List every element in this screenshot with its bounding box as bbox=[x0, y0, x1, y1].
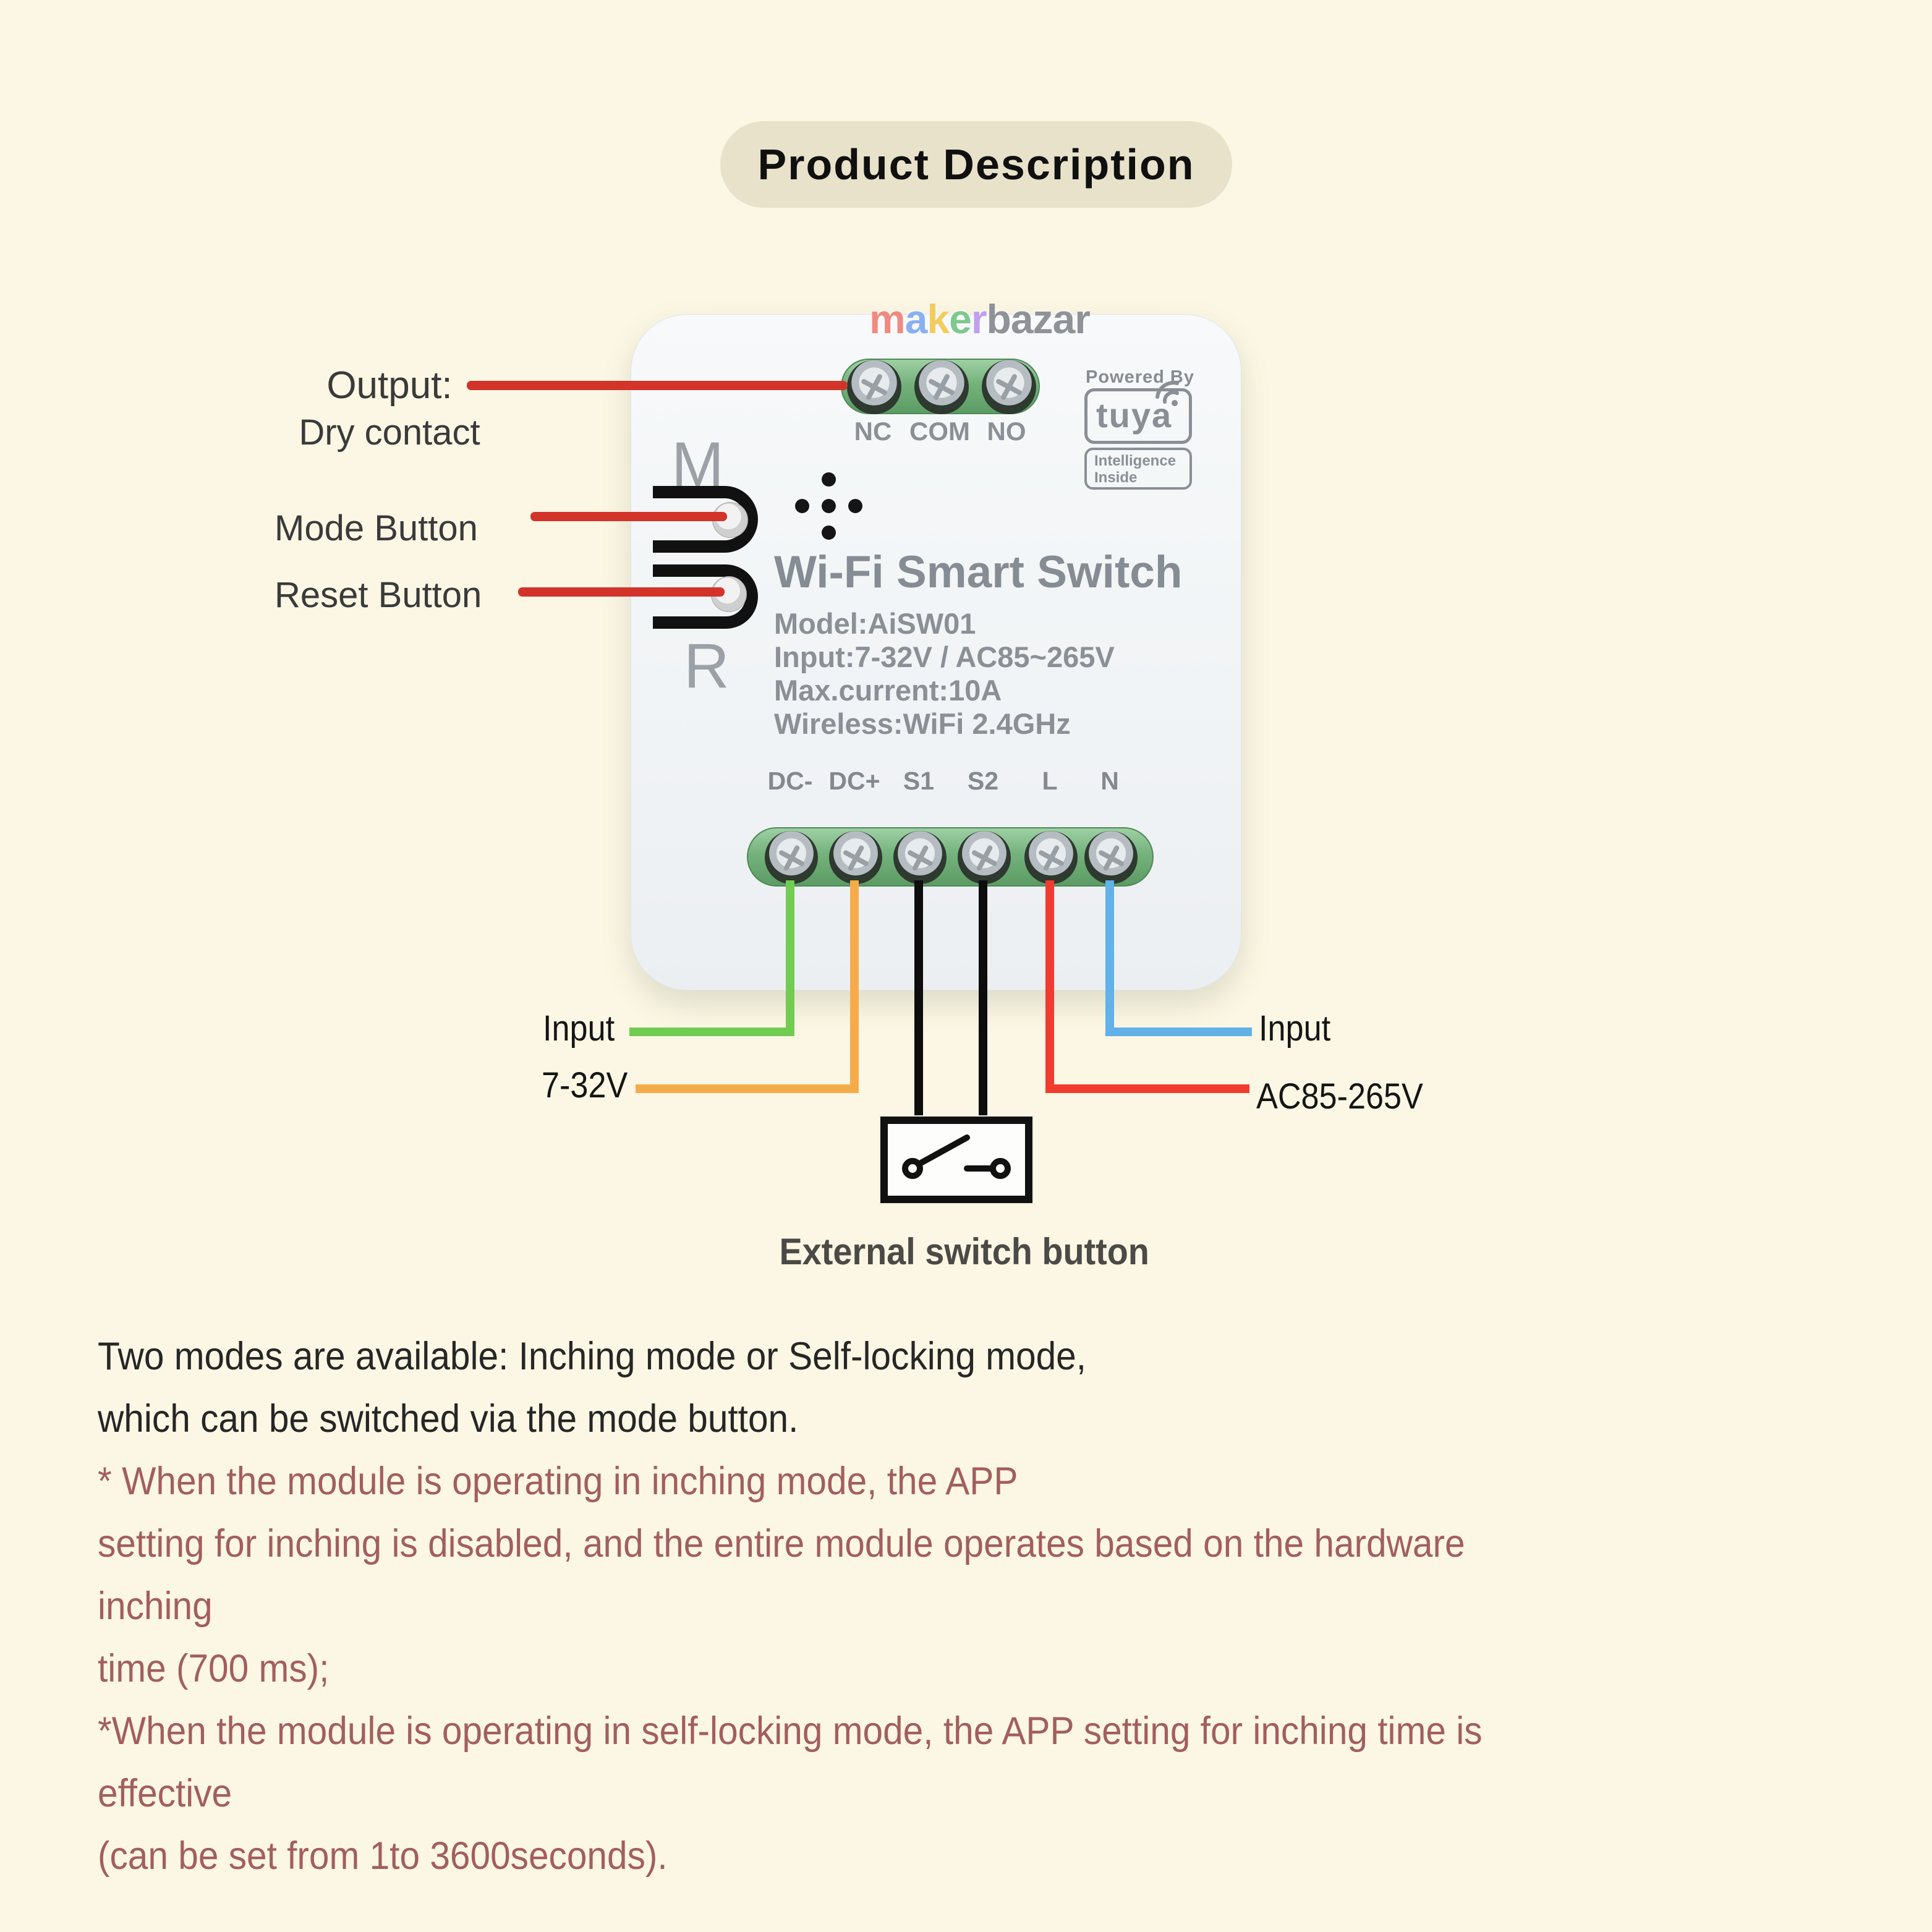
wire-neutral bbox=[1105, 1028, 1252, 1036]
screw-terminal-icon bbox=[914, 360, 969, 414]
page-title: Product Description bbox=[757, 140, 1195, 189]
description-line: * When the module is operating in inchin… bbox=[98, 1460, 1018, 1503]
watermark-letter: m bbox=[869, 296, 906, 342]
module-product-title: Wi-Fi Smart Switch bbox=[774, 547, 1183, 597]
wire-s2 bbox=[979, 880, 987, 1121]
terminal-label-no: NO bbox=[987, 417, 1026, 446]
mode-button-label: Mode Button bbox=[274, 508, 478, 548]
mode-button-letter: M bbox=[671, 429, 724, 500]
description-line: inching bbox=[98, 1585, 213, 1628]
screw-terminal-icon bbox=[765, 831, 818, 884]
terminal-label-s2: S2 bbox=[967, 767, 999, 795]
mode-button-cutout bbox=[653, 486, 758, 553]
terminal-label-n: N bbox=[1100, 767, 1119, 795]
screw-terminal-icon bbox=[829, 831, 882, 884]
watermark-letter: k bbox=[927, 296, 950, 342]
wifi-signal-icon bbox=[1155, 381, 1179, 406]
wire-dc-plus bbox=[636, 1084, 859, 1093]
screw-terminal-icon bbox=[982, 360, 1036, 414]
output-label-line2: Dry contact bbox=[299, 412, 480, 453]
dc-input-range: 7-32V bbox=[542, 1065, 628, 1105]
ac-input-label: Input bbox=[1259, 1008, 1331, 1049]
spec-wireless: Wireless:WiFi 2.4GHz bbox=[774, 707, 1071, 740]
module-specs: Model:AiSW01 Input:7-32V / AC85~265V Max… bbox=[774, 607, 1115, 741]
wire-live bbox=[1045, 1084, 1249, 1093]
output-label-line1: Output: bbox=[326, 364, 453, 407]
description-line: Two modes are available: Inching mode or… bbox=[98, 1335, 1087, 1378]
terminal-label-dc-minus: DC- bbox=[767, 767, 813, 795]
watermark-letter: e bbox=[949, 296, 972, 342]
tuya-tagline-line1: Intelligence bbox=[1094, 453, 1177, 469]
tuya-logo-badge: tuya bbox=[1084, 388, 1192, 444]
spec-model: Model:AiSW01 bbox=[774, 607, 976, 640]
screw-terminal-icon bbox=[847, 360, 901, 414]
wire-s1 bbox=[914, 880, 923, 1121]
screw-terminal-icon bbox=[1024, 831, 1078, 884]
description-line: *When the module is operating in self-lo… bbox=[98, 1709, 1483, 1753]
input-terminal-strip bbox=[747, 827, 1154, 887]
spec-current: Max.current:10A bbox=[774, 674, 1002, 707]
screw-terminal-icon bbox=[958, 831, 1011, 884]
terminal-label-l: L bbox=[1042, 767, 1058, 795]
terminal-label-nc: NC bbox=[854, 417, 892, 446]
spec-input: Input:7-32V / AC85~265V bbox=[774, 640, 1115, 673]
wire-dc-minus bbox=[629, 1028, 794, 1036]
leader-line-reset bbox=[518, 587, 725, 597]
watermark-rest: bazar bbox=[986, 296, 1091, 342]
screw-terminal-icon bbox=[1084, 831, 1138, 884]
tuya-brand-text: tuya bbox=[1096, 396, 1173, 435]
description-line: effective bbox=[98, 1772, 232, 1815]
leader-line-output bbox=[467, 381, 848, 390]
wire-live bbox=[1045, 880, 1054, 1093]
description-line: (can be set from 1to 3600seconds). bbox=[98, 1834, 668, 1878]
reset-button-label: Reset Button bbox=[274, 575, 482, 615]
tuya-tagline-badge: Intelligence Inside bbox=[1084, 448, 1192, 490]
page-title-pill: Product Description bbox=[720, 121, 1232, 208]
wire-dc-minus bbox=[786, 880, 794, 1036]
watermark-letter: a bbox=[904, 296, 928, 342]
wire-dc-plus bbox=[850, 880, 859, 1093]
description-line: setting for inching is disabled, and the… bbox=[98, 1522, 1465, 1565]
reset-button-letter: R bbox=[684, 631, 730, 701]
terminal-label-dc-plus: DC+ bbox=[828, 767, 880, 795]
ac-input-range: AC85-265V bbox=[1256, 1076, 1423, 1117]
watermark-letter: r bbox=[971, 296, 987, 342]
screw-terminal-icon bbox=[893, 831, 947, 884]
output-terminal-strip bbox=[841, 359, 1040, 414]
switch-symbol-icon bbox=[902, 1134, 1011, 1179]
dc-input-label: Input bbox=[543, 1008, 615, 1049]
external-switch-box bbox=[880, 1117, 1032, 1203]
makerbazar-watermark: makerbazar bbox=[869, 296, 1091, 343]
description-paragraph: Two modes are available: Inching mode or… bbox=[98, 1326, 1880, 1887]
wire-neutral bbox=[1105, 880, 1114, 1036]
description-line: which can be switched via the mode butto… bbox=[98, 1397, 799, 1440]
leader-line-mode bbox=[530, 512, 727, 521]
terminal-label-com: COM bbox=[909, 417, 970, 446]
external-switch-label: External switch button bbox=[779, 1231, 1150, 1272]
terminal-label-s1: S1 bbox=[903, 767, 935, 795]
description-line: time (700 ms); bbox=[98, 1647, 330, 1690]
tuya-tagline-line2: Inside bbox=[1094, 469, 1138, 486]
